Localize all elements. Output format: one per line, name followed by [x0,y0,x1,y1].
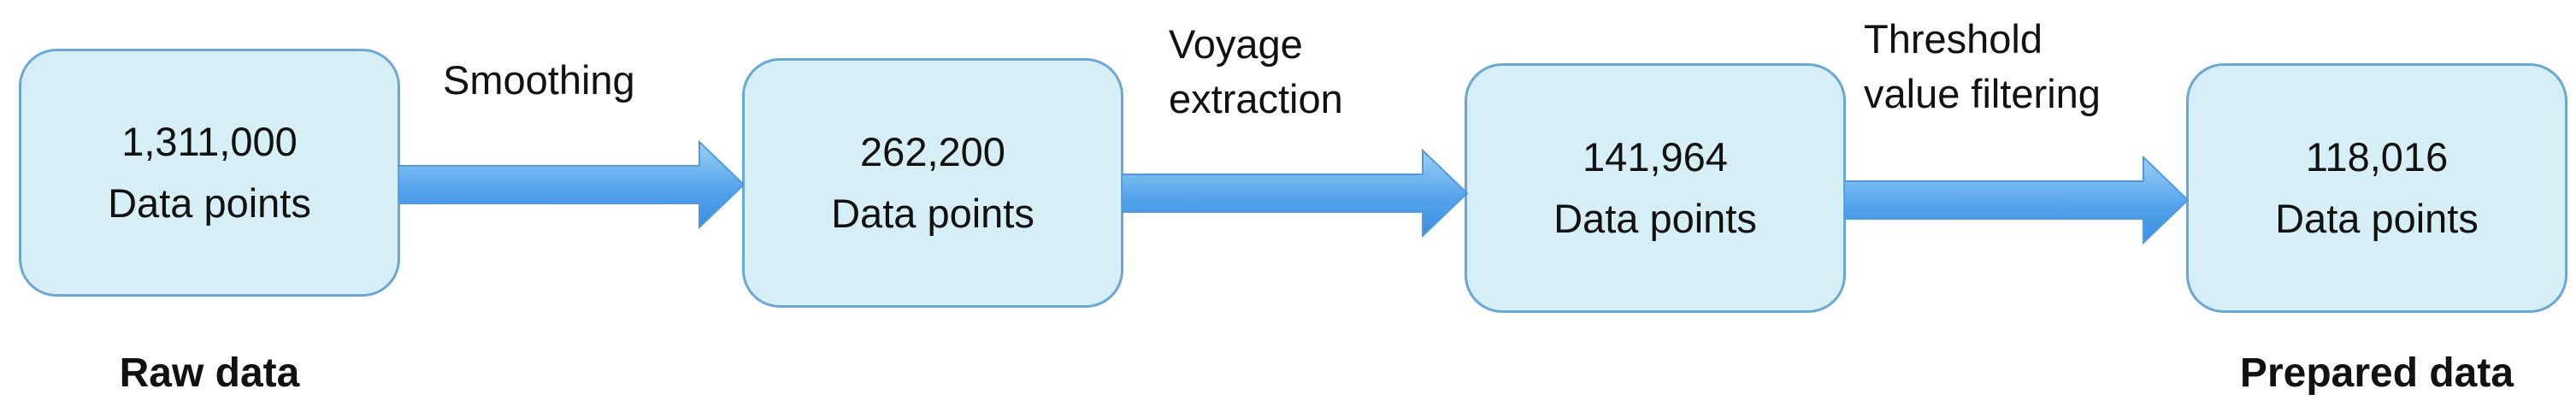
arrow-right-icon [1122,149,1469,238]
stage-box-smoothed: 262,200 Data points [742,58,1123,308]
step-label-voyage-extraction: Voyage extraction [1169,17,1343,127]
stage-unit: Data points [2275,196,2479,241]
stage-count: 118,016 [2305,134,2449,180]
step-label-line: Threshold [1864,16,2043,62]
arrow-right-icon [1844,156,2190,244]
step-label-smoothing: Smoothing [443,53,635,108]
step-label-line: Smoothing [443,57,635,103]
step-label-line: value filtering [1864,71,2101,116]
stage-unit: Data points [1553,196,1757,241]
stage-box-raw: 1,311,000 Data points [19,49,400,297]
stage-count: 262,200 [860,129,1005,174]
stage-count: 141,964 [1583,134,1728,180]
step-label-line: Voyage [1169,21,1303,67]
step-label-line: extraction [1169,76,1343,121]
stage-unit: Data points [831,191,1035,236]
stage-count: 1,311,000 [121,119,298,164]
stage-unit: Data points [108,180,311,226]
end-label: Prepared data [2239,350,2514,396]
step-label-threshold-filtering: Threshold value filtering [1864,12,2101,121]
start-label: Raw data [119,350,300,396]
arrow-right-icon [398,140,746,229]
stage-box-prepared: 118,016 Data points [2186,63,2567,313]
stage-box-voyages: 141,964 Data points [1465,63,1846,313]
